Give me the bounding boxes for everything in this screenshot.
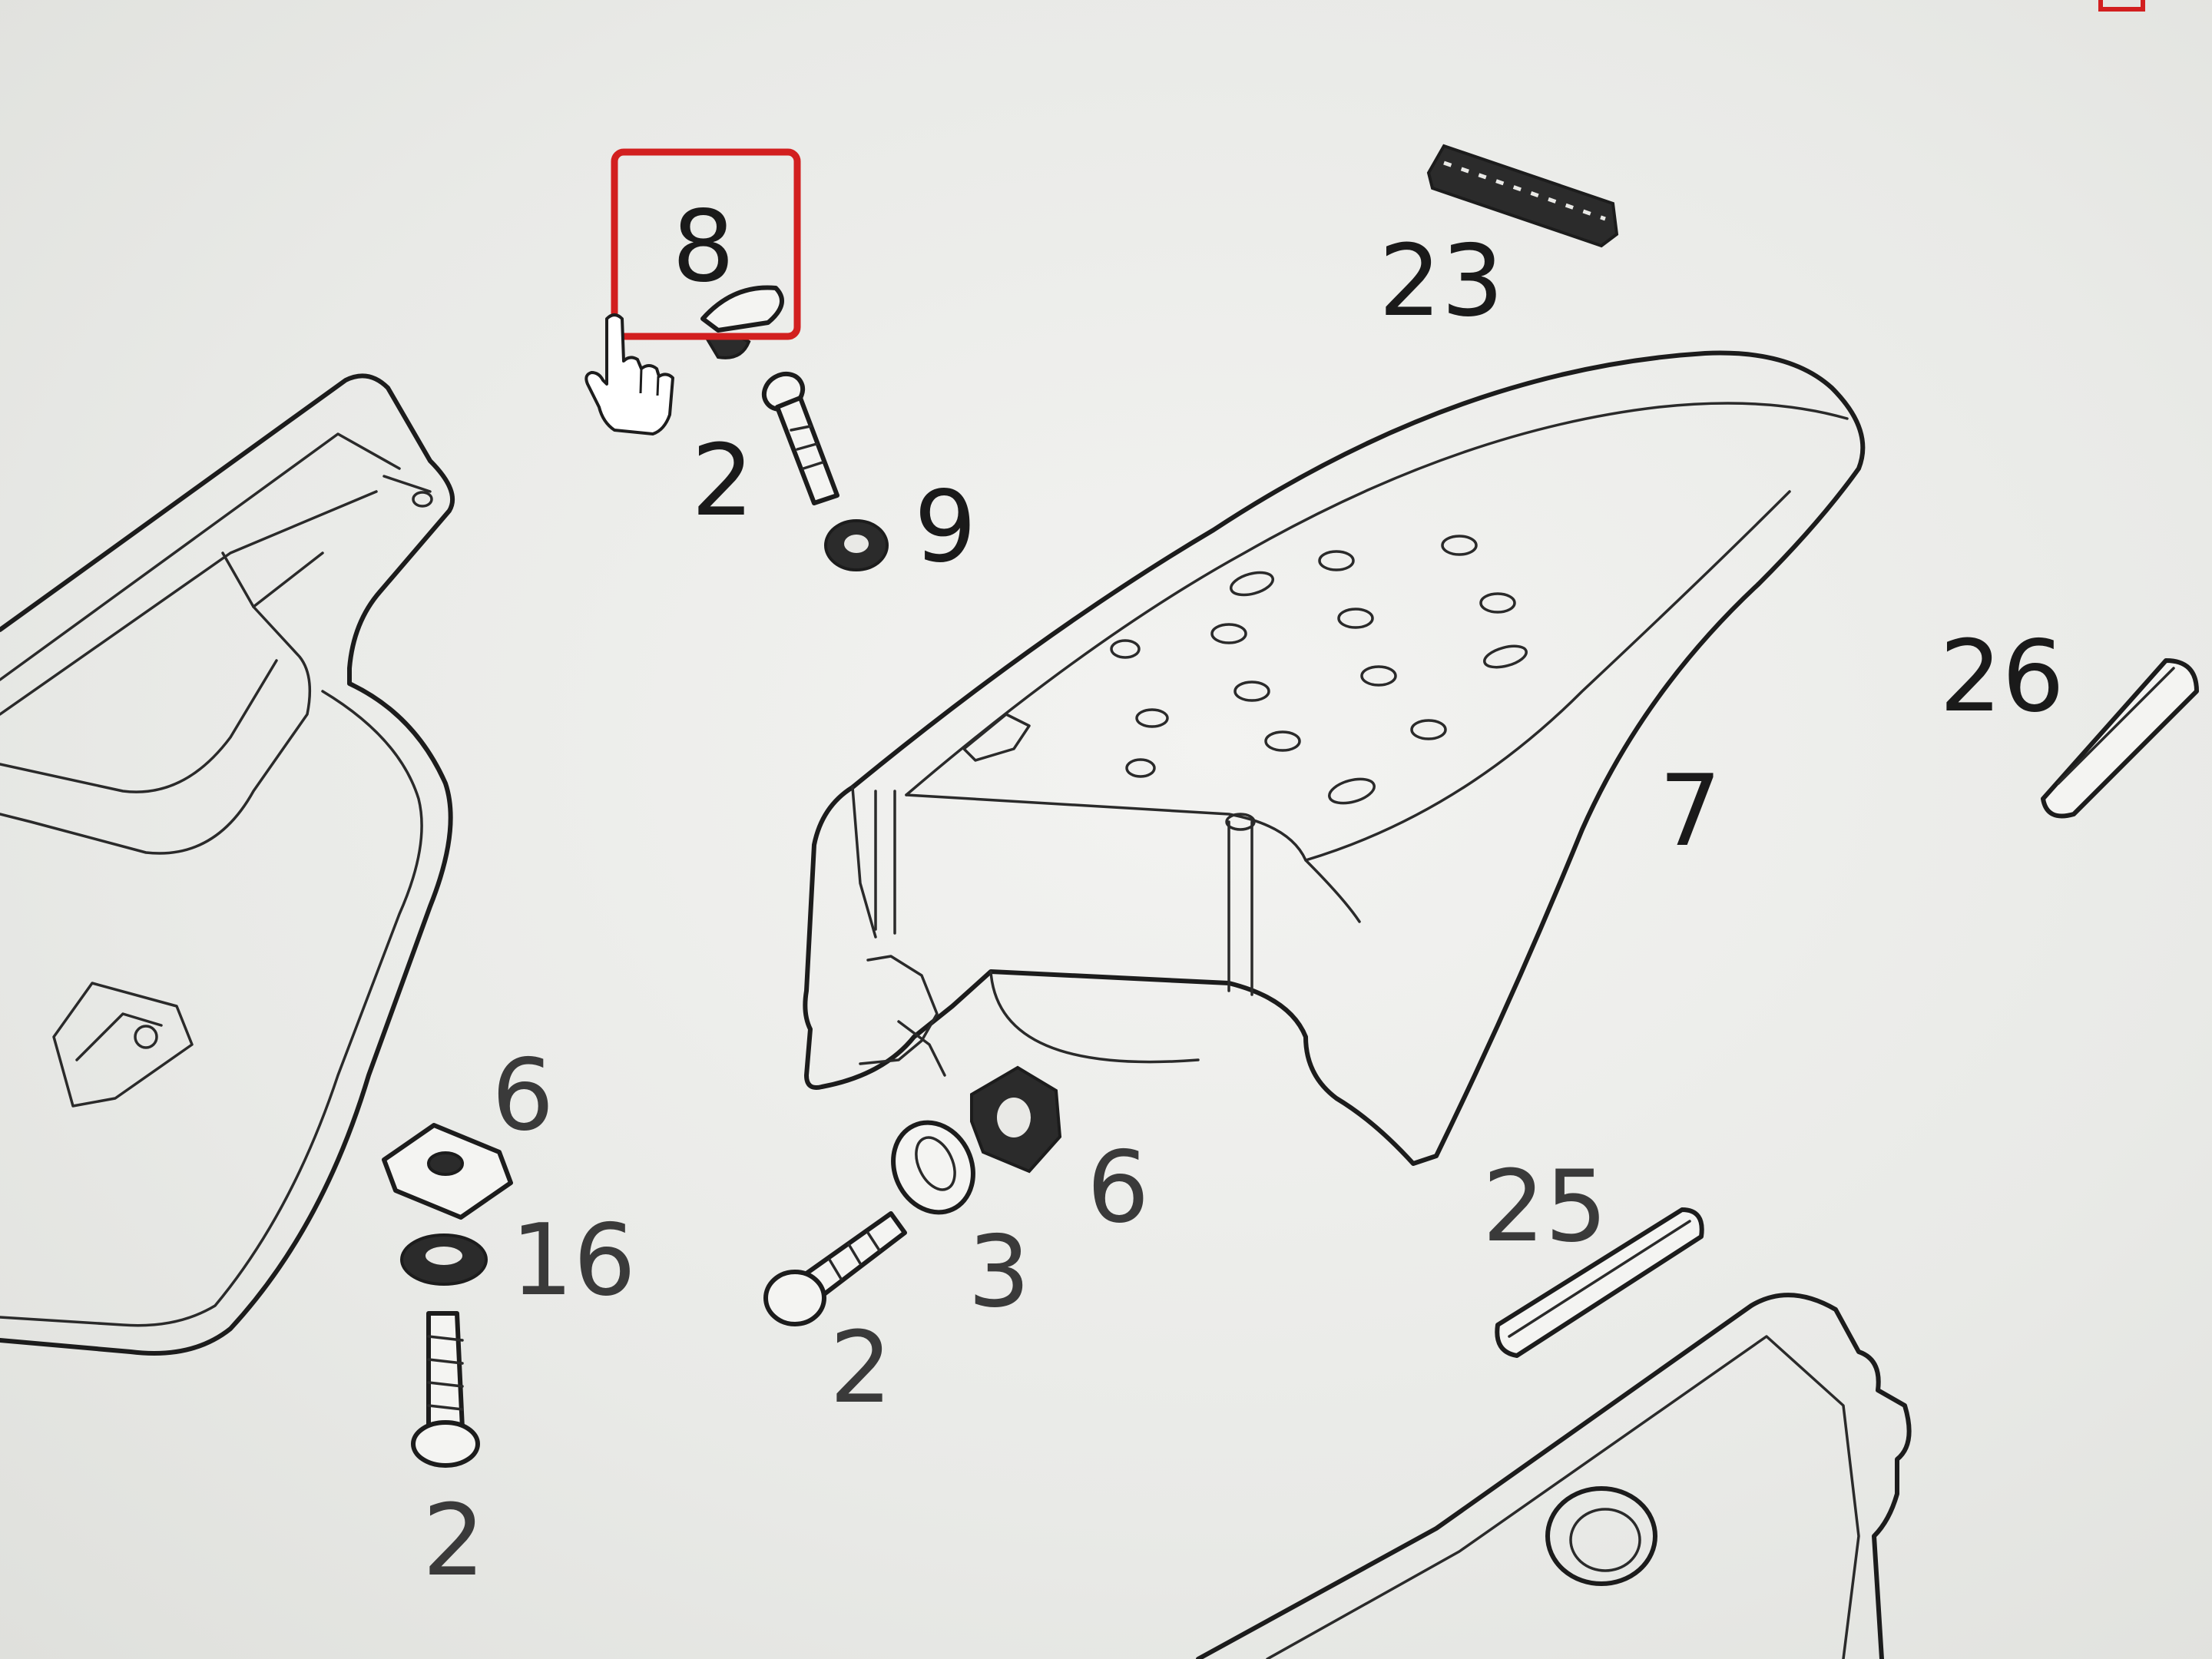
bolt-part-2-top <box>761 371 839 505</box>
callout-8[interactable]: 8 <box>672 190 734 304</box>
selected-callout-highlight <box>611 148 801 340</box>
callout-6-right[interactable]: 6 <box>1087 1131 1149 1245</box>
washer-part-16 <box>400 1233 488 1286</box>
callout-2-bottom-left[interactable]: 2 <box>422 1484 485 1598</box>
clip-part-8 <box>700 285 784 359</box>
hand-pointer-icon <box>584 313 674 435</box>
callout-6-left[interactable]: 6 <box>492 1038 554 1153</box>
callout-3[interactable]: 3 <box>968 1215 1030 1330</box>
clip-nut-part-6-right <box>970 1065 1062 1174</box>
bar-part-26 <box>2041 658 2199 819</box>
mounting-holes <box>962 535 1528 805</box>
left-side-cover-part <box>0 373 455 1356</box>
callout-25[interactable]: 25 <box>1482 1150 1608 1264</box>
strip-part-23 <box>1426 144 1619 248</box>
clip-nut-part-6-left <box>382 1123 513 1220</box>
callout-7[interactable]: 7 <box>1659 754 1721 869</box>
nut-part-9 <box>824 519 889 571</box>
spacer-part-3 <box>891 1120 975 1215</box>
bar-part-25 <box>1495 1207 1704 1358</box>
corner-marker <box>2098 0 2145 12</box>
callout-23[interactable]: 23 <box>1379 224 1504 339</box>
bolt-part-2-mid <box>763 1211 907 1326</box>
callout-16[interactable]: 16 <box>511 1204 636 1318</box>
callout-26[interactable]: 26 <box>1939 620 2065 734</box>
main-cowl-part-7 <box>803 350 1866 1166</box>
callout-9[interactable]: 9 <box>914 470 976 584</box>
callout-2-top[interactable]: 2 <box>691 424 753 538</box>
lower-cover-part <box>1196 1293 1912 1659</box>
callout-2-bottom-mid[interactable]: 2 <box>830 1311 892 1426</box>
bolt-part-2-left <box>411 1311 480 1468</box>
